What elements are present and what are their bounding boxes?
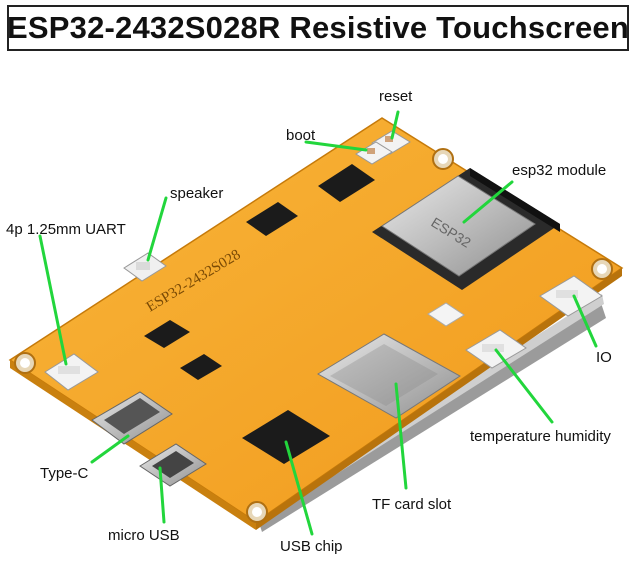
line-reset [390, 110, 400, 140]
line-usbchip [284, 440, 314, 536]
pcb-edge-right [256, 268, 622, 530]
page-title: ESP32-2432S028R Resistive Touchscreen [7, 10, 629, 45]
label-boot: boot [286, 127, 316, 144]
io-connector [539, 275, 603, 317]
line-typec [90, 434, 130, 464]
line-temp [494, 348, 554, 424]
line-uart [38, 234, 68, 366]
type-c-port [91, 391, 173, 445]
line-speaker [146, 196, 168, 262]
label-io: IO [596, 349, 612, 366]
line-microusb [158, 466, 166, 524]
label-type-c: Type-C [40, 465, 89, 482]
small-chip-top [318, 164, 375, 202]
usb-chip-part [242, 410, 330, 464]
tf-card-slot [317, 333, 461, 419]
esp32-module: ESP32 [372, 168, 560, 290]
label-temperature-humidity: temperature humidity [470, 428, 611, 445]
ic-chip-left [246, 202, 298, 236]
label-uart: 4p 1.25mm UART [6, 221, 126, 238]
label-esp32-module: esp32 module [512, 162, 607, 179]
line-tf [394, 382, 408, 490]
title-box: ESP32-2432S028R Resistive Touchscreen [7, 5, 629, 51]
boot-button-part [355, 141, 393, 165]
label-usb-chip: USB chip [280, 538, 343, 555]
line-io [572, 294, 598, 348]
mounting-holes [14, 148, 613, 523]
label-tf-card-slot: TF card slot [372, 496, 452, 513]
speaker-connector [123, 252, 167, 282]
label-micro-usb: micro USB [108, 527, 180, 544]
callout-lines [38, 110, 598, 536]
label-speaker: speaker [170, 185, 224, 202]
rgb-led [427, 302, 465, 327]
label-reset: reset [379, 88, 413, 105]
line-boot [304, 140, 368, 152]
pcb-edge [10, 360, 256, 530]
line-esp32 [462, 180, 514, 224]
misc-chips [144, 320, 222, 380]
